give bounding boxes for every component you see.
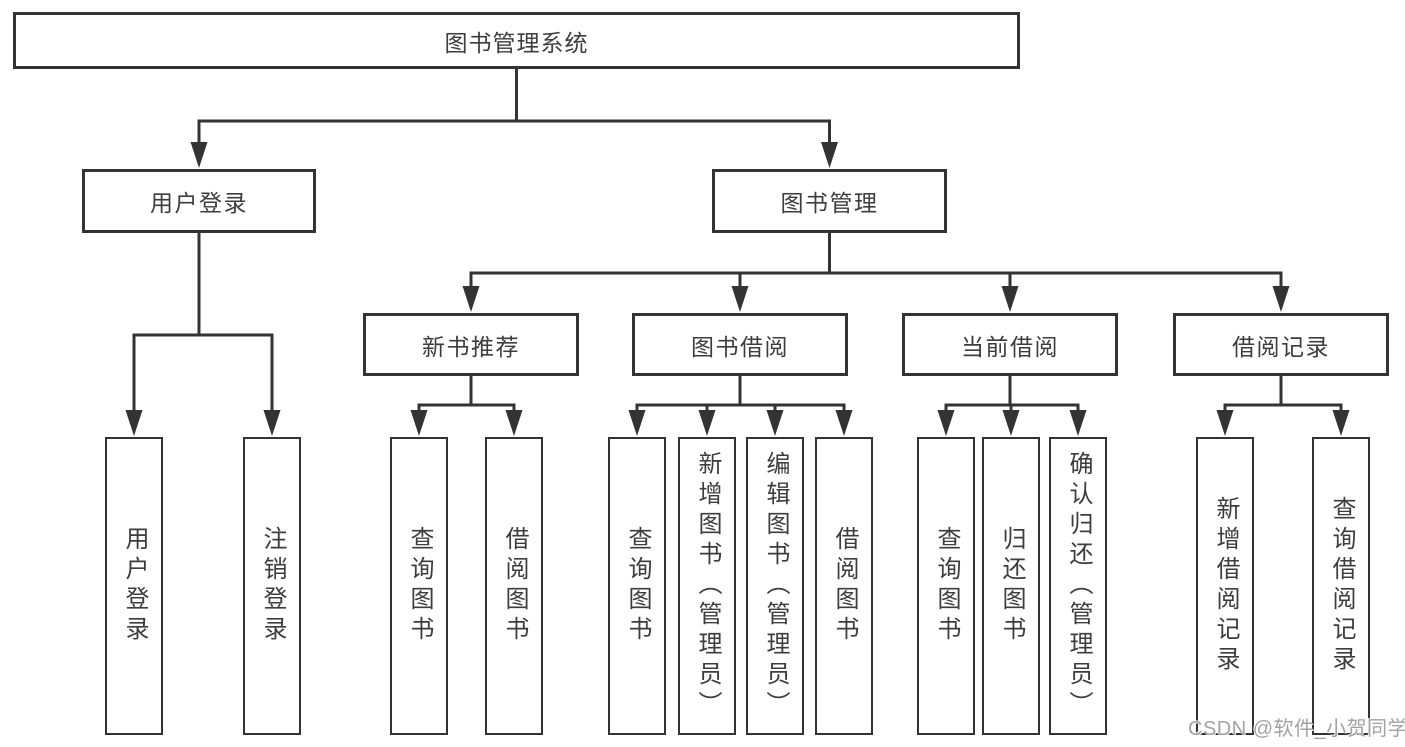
node-leaf-add-books-admin-label: 新增图书（管理员） (694, 451, 721, 721)
node-leaf-query-borrow-record: 查询借阅记录 (1312, 437, 1370, 735)
node-leaf-borrowing-borrow-books-label: 借阅图书 (831, 526, 858, 646)
node-leaf-recommend-query-books: 查询图书 (390, 437, 448, 735)
node-leaf-current-query-books-label: 查询图书 (933, 526, 960, 646)
node-current-borrowing: 当前借阅 (902, 313, 1118, 376)
node-leaf-recommend-query-books-label: 查询图书 (406, 526, 433, 646)
node-leaf-query-borrow-record-label: 查询借阅记录 (1328, 496, 1355, 676)
node-leaf-logout: 注销登录 (243, 437, 301, 735)
node-leaf-current-query-books: 查询图书 (917, 437, 975, 735)
node-borrowing-records: 借阅记录 (1173, 313, 1389, 376)
node-user-login-group-label: 用户登录 (150, 190, 248, 216)
csdn-watermark: CSDN @软件_小贺同学 (1188, 718, 1405, 740)
node-leaf-borrowing-query-books: 查询图书 (608, 437, 666, 735)
node-leaf-user-login-label: 用户登录 (121, 526, 148, 646)
node-root: 图书管理系统 (13, 12, 1020, 69)
node-root-label: 图书管理系统 (444, 29, 589, 56)
node-leaf-user-login: 用户登录 (105, 437, 163, 735)
node-leaf-return-books: 归还图书 (982, 437, 1040, 735)
node-leaf-add-borrow-record: 新增借阅记录 (1196, 437, 1254, 735)
node-user-login-group: 用户登录 (82, 169, 316, 233)
arrowheads (125, 142, 1350, 436)
node-leaf-add-books-admin: 新增图书（管理员） (678, 437, 736, 735)
node-borrowing-records-label: 借阅记录 (1232, 333, 1330, 360)
node-leaf-borrowing-query-books-label: 查询图书 (624, 526, 651, 646)
node-new-book-recommend-label: 新书推荐 (422, 333, 520, 360)
node-leaf-edit-books-admin: 编辑图书（管理员） (746, 437, 804, 735)
node-book-management: 图书管理 (712, 169, 947, 233)
node-leaf-logout-label: 注销登录 (259, 526, 286, 646)
node-leaf-confirm-return-admin-label: 确认归还（管理员） (1065, 451, 1092, 721)
node-book-borrowing: 图书借阅 (632, 313, 848, 376)
node-book-borrowing-label: 图书借阅 (691, 333, 789, 360)
node-current-borrowing-label: 当前借阅 (961, 333, 1059, 360)
node-new-book-recommend: 新书推荐 (363, 313, 579, 376)
node-leaf-recommend-borrow-books: 借阅图书 (485, 437, 543, 735)
node-leaf-add-borrow-record-label: 新增借阅记录 (1212, 496, 1239, 676)
node-leaf-confirm-return-admin: 确认归还（管理员） (1049, 437, 1107, 735)
node-leaf-return-books-label: 归还图书 (998, 526, 1025, 646)
node-leaf-borrowing-borrow-books: 借阅图书 (815, 437, 873, 735)
node-leaf-edit-books-admin-label: 编辑图书（管理员） (762, 451, 789, 721)
node-leaf-recommend-borrow-books-label: 借阅图书 (501, 526, 528, 646)
node-book-management-label: 图书管理 (780, 190, 879, 216)
